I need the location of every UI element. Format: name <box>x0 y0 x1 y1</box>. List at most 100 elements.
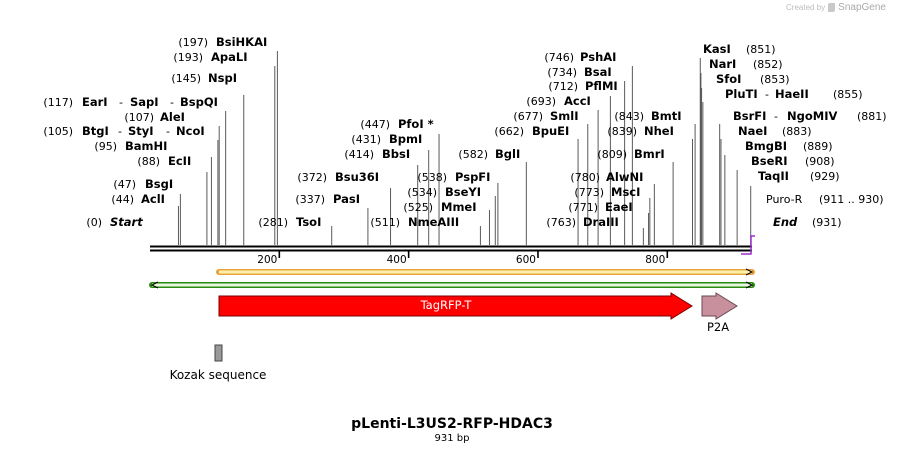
site-position-label: (780) <box>570 171 600 184</box>
sequence-end-label: Start <box>110 215 143 229</box>
site-position-label: (662) <box>494 125 524 138</box>
site-position-label: (105) <box>43 125 73 138</box>
site-position-label: (525) <box>403 201 433 214</box>
feature-range-green <box>149 281 755 289</box>
site-position-label: (851) <box>746 43 776 56</box>
enzyme-label: BsiHKAI <box>216 35 267 49</box>
site-position-label: (843) <box>614 110 644 123</box>
site-position-label: (47) <box>113 178 136 191</box>
enzyme-label: NarI <box>709 57 736 71</box>
site-position-label: (337) <box>295 193 325 206</box>
site-position-label: (908) <box>805 155 835 168</box>
enzyme-label: Bsu36I <box>335 170 379 184</box>
enzyme-label: NmeAIII <box>408 215 459 229</box>
enzyme-label: BpuEI <box>532 124 569 138</box>
enzyme-label: MscI <box>611 185 640 199</box>
site-position-label: - <box>765 88 769 101</box>
site-position-label: (145) <box>171 72 201 85</box>
feature-p2a <box>701 292 738 320</box>
site-position-label: (855) <box>833 88 863 101</box>
enzyme-label: AleI <box>160 110 185 124</box>
enzyme-label: TaqII <box>758 169 789 183</box>
site-position-label: - <box>166 125 170 138</box>
site-position-label: (734) <box>547 66 577 79</box>
site-position-label: (372) <box>297 171 327 184</box>
ruler-tick-label: 400 <box>387 254 407 266</box>
site-position-label: - <box>118 125 122 138</box>
enzyme-label: BseRI <box>751 154 788 168</box>
site-position-label: (881) <box>857 110 887 123</box>
enzyme-label: BmrI <box>634 147 665 161</box>
enzyme-label: KasI <box>703 42 731 56</box>
site-position-label: (88) <box>137 155 160 168</box>
enzyme-label: NcoI <box>176 124 205 138</box>
enzyme-label: BsrFI <box>733 109 766 123</box>
enzyme-label: BseYI <box>445 185 481 199</box>
enzyme-label: BpmI <box>389 132 422 146</box>
enzyme-label: SfoI <box>716 72 741 86</box>
site-position-label: - <box>774 110 778 123</box>
site-position-label: (431) <box>351 133 381 146</box>
enzyme-label: AclI <box>141 192 165 206</box>
site-position-label: (746) <box>544 51 574 64</box>
site-position-label: (853) <box>760 73 790 86</box>
created-by-snapgene-credit: Created by SnapGene <box>786 2 886 13</box>
site-position-label: (771) <box>568 201 598 214</box>
credit-prefix: Created by <box>786 3 826 12</box>
credit-brand: SnapGene <box>838 2 886 13</box>
site-position-label: (197) <box>178 36 208 49</box>
site-position-label: (538) <box>417 171 447 184</box>
enzyme-label: DraIII <box>583 215 619 229</box>
feature-label-tagrfp-t: TagRFP-T <box>420 298 473 312</box>
site-position-label: (281) <box>258 216 288 229</box>
primer-puro-r <box>741 235 755 255</box>
site-position-label: (414) <box>344 148 374 161</box>
site-position-label: (677) <box>513 110 543 123</box>
enzyme-label: PasI <box>333 192 360 206</box>
sequence-end-label: End <box>773 215 798 229</box>
enzyme-label: BsgI <box>145 177 173 191</box>
enzyme-label: EcII <box>168 154 191 168</box>
enzyme-label: ApaLI <box>211 50 248 64</box>
site-position-label: (763) <box>546 216 576 229</box>
site-position-label: (447) <box>360 118 390 131</box>
enzyme-label: BsaI <box>584 65 612 79</box>
enzyme-label: SapI <box>130 95 159 109</box>
site-position-label: (883) <box>782 125 812 138</box>
enzyme-label: AccI <box>564 94 591 108</box>
enzyme-label: NheI <box>644 124 674 138</box>
feature-kozak-sequence <box>214 344 223 362</box>
site-position-label: (773) <box>574 186 604 199</box>
site-position-label: - <box>119 96 123 109</box>
enzyme-label: PshAI <box>580 50 616 64</box>
enzyme-label: BamHI <box>125 139 167 153</box>
primer-label: Puro-R <box>766 193 803 206</box>
enzyme-label: PspFI <box>455 170 490 184</box>
enzyme-label: MmeI <box>441 200 477 214</box>
feature-range-orange <box>216 268 755 276</box>
site-labels: (197)BsiHKAI(193)ApaLI(145)NspI(117)EarI… <box>43 35 886 229</box>
enzyme-label: AlwNI <box>606 170 643 184</box>
enzyme-label: PflMI <box>585 79 618 93</box>
site-position-label: (107) <box>124 111 154 124</box>
sequence-name: pLenti-L3US2-RFP-HDAC3 <box>351 416 553 432</box>
ruler-tick-label: 800 <box>645 254 665 266</box>
enzyme-label: PluTI <box>725 87 758 101</box>
sequence-length: 931 bp <box>434 433 470 444</box>
primer-label: (911 .. 930) <box>819 193 884 206</box>
enzyme-label: EarI <box>82 95 108 109</box>
enzyme-label: BmgBI <box>745 139 787 153</box>
site-position-label: (839) <box>607 125 637 138</box>
cut-site-lines <box>177 51 752 245</box>
enzyme-label: NgoMIV <box>787 109 837 123</box>
site-position-label: (534) <box>407 186 437 199</box>
site-position-label: - <box>170 96 174 109</box>
site-position-label: (582) <box>458 148 488 161</box>
site-position-label: (929) <box>810 170 840 183</box>
site-position-label: (193) <box>173 51 203 64</box>
enzyme-label: BtgI <box>82 124 109 138</box>
enzyme-label: BbsI <box>382 147 410 161</box>
enzyme-label: SmlI <box>550 109 579 123</box>
